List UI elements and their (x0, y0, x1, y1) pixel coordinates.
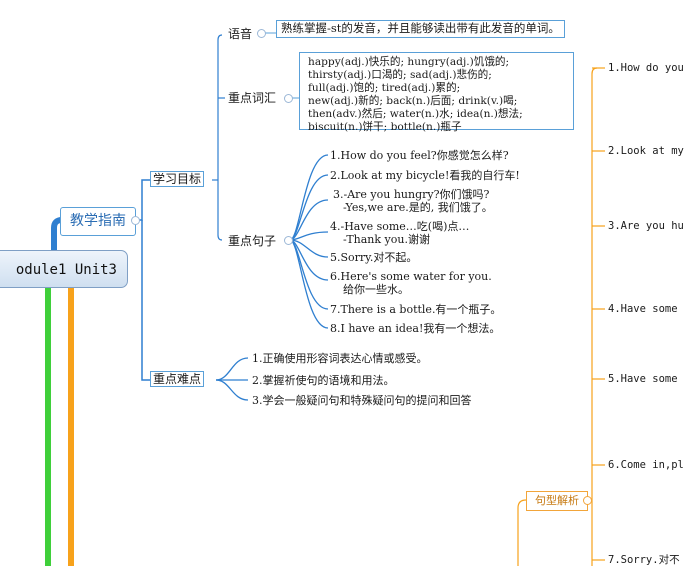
vocab-label[interactable]: 重点词汇 (228, 91, 277, 105)
analysis-node[interactable]: 句型解析 (526, 491, 588, 511)
sentence-item: 2.Look at my bicycle!看我的自行车! (330, 169, 520, 182)
analysis-item[interactable]: 2.Look at my (608, 145, 684, 157)
analysis-item[interactable]: 7.Sorry.对不 (608, 554, 680, 566)
collapse-dot-icon[interactable] (583, 496, 592, 505)
analysis-item[interactable]: 1.How do you (608, 62, 684, 74)
sentences-label[interactable]: 重点句子 (228, 234, 277, 248)
sentence-item: 给你一些水。 (343, 283, 409, 296)
goals-node[interactable]: 学习目标 (150, 171, 205, 187)
collapse-dot-icon[interactable] (284, 94, 293, 103)
collapse-dot-icon[interactable] (131, 216, 140, 225)
sentence-item: -Thank you.谢谢 (343, 233, 430, 246)
sentence-item: 4.-Have some…吃(喝)点… (330, 220, 470, 233)
sentence-item: 7.There is a bottle.有一个瓶子。 (330, 303, 502, 316)
guide-node[interactable]: 教学指南 (60, 207, 136, 236)
root-node[interactable]: odule1 Unit3 (0, 250, 128, 288)
collapse-dot-icon[interactable] (284, 236, 293, 245)
analysis-item[interactable]: 4.Have some (608, 303, 678, 315)
sentence-item: 3.-Are you hungry?你们饿吗? (333, 188, 490, 201)
difficulty-item: 2.掌握祈使句的语境和用法。 (252, 374, 395, 387)
sentence-item: -Yes,we are.是的, 我们饿了。 (343, 201, 493, 214)
difficulty-item: 3.学会一般疑问句和特殊疑问句的提问和回答 (252, 394, 472, 407)
difficulty-node[interactable]: 重点难点 (150, 371, 205, 387)
analysis-item[interactable]: 6.Come in,pl (608, 459, 684, 471)
sentence-item: 6.Here's some water for you. (330, 270, 492, 283)
phonetics-label[interactable]: 语音 (228, 27, 253, 41)
collapse-dot-icon[interactable] (257, 29, 266, 38)
phonetics-text: 熟练掌握-st的发音，并且能够读出带有此发音的单词。 (276, 20, 565, 38)
analysis-item[interactable]: 3.Are you hu (608, 220, 684, 232)
sentence-item: 1.How do you feel?你感觉怎么样? (330, 149, 509, 162)
vocab-box: happy(adj.)快乐的; hungry(adj.)饥饿的; thirsty… (299, 52, 574, 133)
difficulty-item: 1.正确使用形容词表达心情或感受。 (252, 352, 428, 365)
analysis-item[interactable]: 5.Have some (608, 373, 678, 385)
sentence-item: 8.I have an idea!我有一个想法。 (330, 322, 501, 335)
sentence-item: 5.Sorry.对不起。 (330, 251, 418, 264)
